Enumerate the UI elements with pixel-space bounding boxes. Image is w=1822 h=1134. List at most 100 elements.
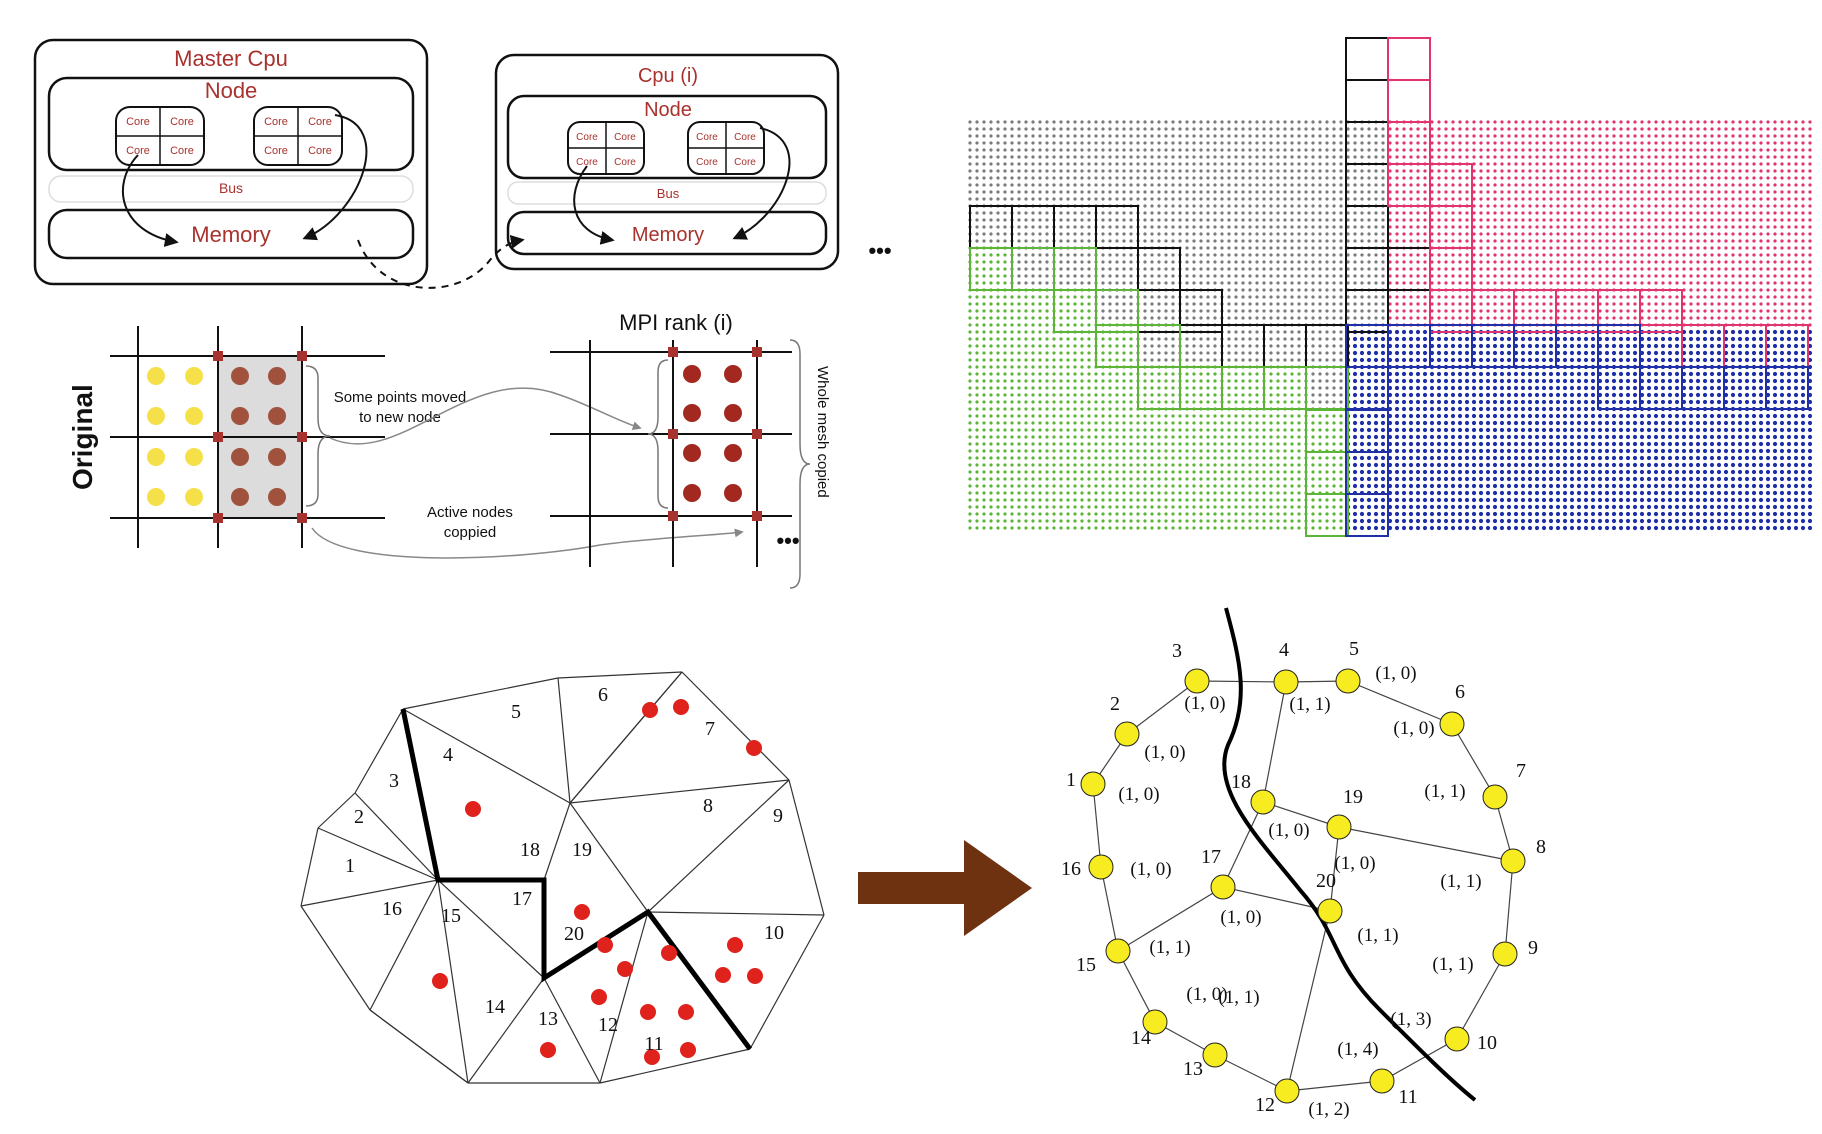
- grid-dot: [1395, 127, 1399, 131]
- grid-dot: [1521, 225, 1525, 229]
- grid-dot: [1479, 176, 1483, 180]
- grid-dot: [989, 155, 993, 159]
- grid-dot: [1759, 239, 1763, 243]
- grid-dot: [1059, 295, 1063, 299]
- grid-dot: [1010, 316, 1014, 320]
- grid-dot: [1129, 379, 1133, 383]
- grid-dot: [1164, 400, 1168, 404]
- grid-dot: [1724, 232, 1728, 236]
- grid-dot: [1549, 232, 1553, 236]
- grid-dot: [1262, 302, 1266, 306]
- grid-dot: [1017, 351, 1021, 355]
- grid-dot: [1108, 337, 1112, 341]
- grid-dot: [1570, 316, 1574, 320]
- grid-dot: [1542, 239, 1546, 243]
- grid-dot: [1668, 127, 1672, 131]
- grid-dot: [1297, 253, 1301, 257]
- grid-dot: [1570, 274, 1574, 278]
- grid-dot: [1514, 204, 1518, 208]
- grid-dot: [1696, 260, 1700, 264]
- grid-dot: [1339, 253, 1343, 257]
- grid-dot: [1325, 358, 1329, 362]
- grid-dot: [1402, 225, 1406, 229]
- grid-dot: [1311, 141, 1315, 145]
- grid-dot: [1031, 274, 1035, 278]
- grid-dot: [1213, 309, 1217, 313]
- grid-dot: [1185, 379, 1189, 383]
- grid-dot: [1346, 302, 1350, 306]
- grid-dot: [1206, 351, 1210, 355]
- grid-dot: [1395, 211, 1399, 215]
- grid-dot: [1745, 141, 1749, 145]
- grid-dot: [1381, 267, 1385, 271]
- grid-dot: [1514, 260, 1518, 264]
- grid-dot: [1192, 344, 1196, 348]
- grid-dot: [1619, 162, 1623, 166]
- grid-dot: [1171, 358, 1175, 362]
- grid-dot: [1500, 246, 1504, 250]
- grid-dot: [982, 232, 986, 236]
- grid-dot: [1520, 336, 1526, 342]
- grid-dot: [1654, 218, 1658, 222]
- grid-dot: [1514, 148, 1518, 152]
- grid-dot: [1738, 232, 1742, 236]
- grid-dot: [1668, 302, 1672, 306]
- grid-dot: [1563, 176, 1567, 180]
- grid-dot: [1548, 392, 1554, 398]
- grid-dot: [1241, 260, 1245, 264]
- grid-dot: [1290, 204, 1294, 208]
- grid-dot: [1010, 358, 1014, 362]
- grid-dot: [1157, 225, 1161, 229]
- grid-dot: [1234, 330, 1238, 334]
- grid-dot: [1773, 155, 1777, 159]
- core-label: Core: [264, 145, 288, 157]
- grid-dot: [1206, 372, 1210, 376]
- grid-dot: [1164, 148, 1168, 152]
- grid-dot: [1339, 190, 1343, 194]
- grid-dot: [1192, 141, 1196, 145]
- grid-dot: [1689, 218, 1693, 222]
- grid-dot: [1570, 190, 1574, 194]
- grid-dot: [1689, 246, 1693, 250]
- grid-dot: [1716, 357, 1722, 363]
- grid-dot: [1794, 127, 1798, 131]
- grid-dot: [1255, 260, 1259, 264]
- grid-dot: [1416, 169, 1420, 173]
- core-label: Core: [126, 145, 150, 157]
- grid-dot: [1248, 120, 1252, 124]
- grid-dot: [1451, 232, 1455, 236]
- grid-dot: [1359, 378, 1365, 384]
- grid-dot: [1773, 204, 1777, 208]
- grid-dot: [1373, 336, 1379, 342]
- grid-dot: [1661, 134, 1665, 138]
- grid-dot: [1458, 183, 1462, 187]
- grid-dot: [1528, 120, 1532, 124]
- grid-dot: [1793, 371, 1799, 377]
- grid-dot: [1038, 176, 1042, 180]
- grid-dot: [1129, 176, 1133, 180]
- grid-dot: [989, 218, 993, 222]
- grid-dot: [1010, 183, 1014, 187]
- grid-dot: [1549, 148, 1553, 152]
- grid-dot: [1318, 211, 1322, 215]
- grid-dot: [1738, 127, 1742, 131]
- grid-dot: [1773, 239, 1777, 243]
- grid-dot: [1689, 239, 1693, 243]
- grid-dot: [1500, 239, 1504, 243]
- grid-dot: [1157, 260, 1161, 264]
- master-to-worker-arrow: [357, 234, 525, 289]
- grid-dot: [1038, 323, 1042, 327]
- grid-dot: [1542, 148, 1546, 152]
- grid-dot: [1017, 379, 1021, 383]
- grid-dot: [1129, 183, 1133, 187]
- grid-dot: [1073, 309, 1077, 313]
- grid-dot: [1542, 211, 1546, 215]
- grid-dot: [1780, 274, 1784, 278]
- mpi-grid: [550, 340, 792, 567]
- grid-dot: [1598, 197, 1602, 201]
- grid-dot: [968, 400, 972, 404]
- grid-dot: [1227, 218, 1231, 222]
- grid-dot: [1283, 386, 1287, 390]
- grid-dot: [1269, 134, 1273, 138]
- grid-dot: [1527, 357, 1533, 363]
